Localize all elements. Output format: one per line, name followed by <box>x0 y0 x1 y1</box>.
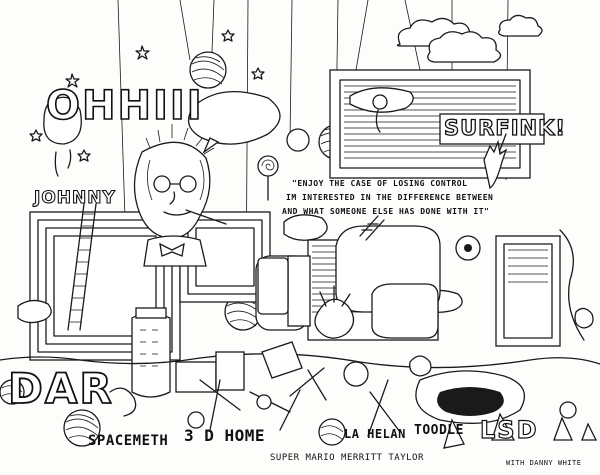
surfink-sign-text: SURFINK! <box>443 116 566 140</box>
ohhi-title: OHHIII <box>45 83 204 129</box>
ladder <box>67 203 97 331</box>
eye-creature <box>314 285 355 339</box>
johnny-face <box>133 124 227 267</box>
lsd-letters: LSD <box>479 416 539 444</box>
quote-line-1: "ENJOY THE CASE OF LOSING CONTROL <box>292 179 468 188</box>
machines <box>255 215 441 341</box>
stars <box>29 29 265 162</box>
la-helan-text: LA HELAN <box>344 427 406 441</box>
spacemeth-text: SPACEMETH <box>88 433 169 449</box>
right-structure <box>455 229 585 347</box>
super-mario-text: SUPER MARIO MERRITT TAYLOR <box>270 453 424 463</box>
quote-line-3: AND WHAT SOMEONE ELSE HAS DONE WITH IT" <box>282 207 490 216</box>
swirl-lollipop <box>257 155 279 201</box>
three-d-home-text: 3 D HOME <box>184 426 266 445</box>
tv-set <box>257 257 289 315</box>
toodle-text: TOODLE <box>414 423 464 438</box>
johnny-sign-text: JOHNNY <box>33 188 116 208</box>
tower-building <box>131 307 171 398</box>
quote-line-2: IM INTERESTED IN THE DIFFERENCE BETWEEN <box>286 193 494 202</box>
surfink-sign <box>439 113 545 145</box>
ohhi-letters-shapes <box>43 96 82 177</box>
dar-letters: DAR <box>7 364 114 413</box>
artist-signature: WITH DANNY WHITE <box>506 459 582 467</box>
small-statue <box>483 133 508 190</box>
clouds <box>396 14 543 63</box>
floor-clutter <box>0 341 600 449</box>
